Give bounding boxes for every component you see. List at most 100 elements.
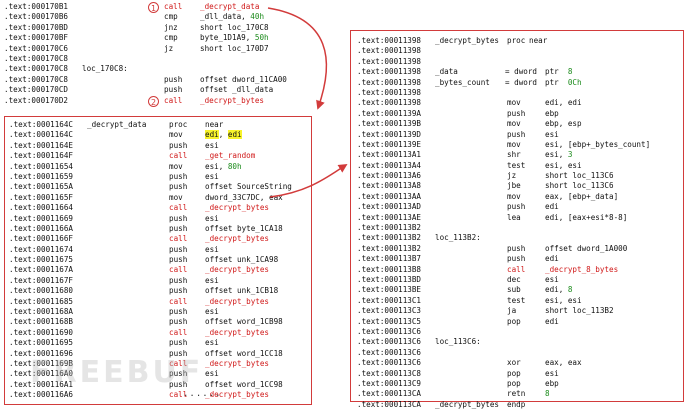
line-address: .text:0001166A [9, 223, 74, 233]
code-line: .text:000113AD push edi [357, 202, 683, 212]
mnemonic: push [169, 255, 188, 265]
operand: esi, 80h [205, 161, 242, 171]
operand: edi [545, 202, 559, 212]
line-address: .text:000113AD [357, 202, 422, 212]
code-line: .text:000113B2 [357, 223, 683, 233]
operand: _decrypt_bytes [205, 358, 270, 368]
code-line: .text:00011398 [357, 57, 683, 67]
line-address: .text:0001165A [9, 182, 74, 192]
operand: esi [545, 274, 559, 284]
line-address: .text:000113A4 [357, 160, 422, 170]
line-address: .text:000113C8 [357, 368, 422, 378]
line-address: .text:000170BD [4, 22, 69, 32]
operand: _decrypt_8_bytes [545, 264, 619, 274]
mnemonic: call [507, 264, 526, 274]
operand: near [529, 36, 548, 45]
mnemonic: = dword [505, 77, 538, 87]
mnemonic: push [507, 202, 526, 212]
mnemonic: push [507, 129, 526, 139]
line-address: .text:000170BF [4, 33, 69, 43]
operand: edi [545, 316, 559, 326]
mnemonic: push [164, 85, 183, 95]
operand: _decrypt_bytes [205, 234, 270, 244]
mnemonic: pop [507, 368, 521, 378]
line-address: .text:000170B6 [4, 12, 69, 22]
line-address: .text:0001169B [9, 358, 74, 368]
mnemonic: ja [507, 306, 517, 316]
mnemonic: mov [169, 192, 183, 202]
operand: offset dword_11CA00 [200, 74, 287, 84]
line-address: .text:00011680 [9, 286, 74, 296]
step-badge: 1 [148, 2, 159, 13]
code-line: .text:00011398 [357, 46, 683, 56]
line-address: .text:00011398 [357, 77, 422, 87]
line-address: .text:00011398 [357, 36, 422, 45]
mnemonic: pop [507, 316, 521, 326]
mnemonic: test [507, 160, 526, 170]
mnemonic: cmp [164, 33, 178, 43]
operand: edi, edi [545, 98, 582, 108]
operand: esi, 3 [545, 150, 573, 160]
mnemonic: jnz [164, 22, 178, 32]
mnemonic: push [169, 182, 188, 192]
mnemonic: endp [507, 399, 526, 409]
line-address: .text:0001139A [357, 108, 422, 118]
operand: near [205, 120, 224, 129]
operand: eax, eax [545, 358, 582, 368]
mnemonic: lea [507, 212, 521, 222]
line-address: .text:000113CA [357, 399, 422, 409]
operand: offset word_1CC18 [205, 348, 283, 358]
mnemonic: call [169, 296, 188, 306]
line-address: .text:0001168A [9, 307, 74, 317]
line-address: .text:000116A0 [9, 369, 74, 379]
mnemonic: mov [169, 161, 183, 171]
mnemonic: call [169, 265, 188, 275]
operand: edi, 8 [545, 285, 573, 295]
operand: _decrypt_bytes [205, 265, 270, 275]
operand: esi [545, 129, 559, 139]
mnemonic: push [507, 108, 526, 118]
line-address: .text:00011664 [9, 203, 74, 213]
line-address: .text:000113AE [357, 212, 422, 222]
line-address: .text:000113C6 [357, 337, 422, 347]
operand: esi [205, 140, 219, 150]
mnemonic: push [169, 223, 188, 233]
line-address: .text:000113A8 [357, 181, 422, 191]
line-address: .text:000113B2 [357, 243, 422, 253]
code-label: _decrypt_bytes [435, 399, 500, 409]
mnemonic: dec [507, 274, 521, 284]
code-label: loc_113B2: [435, 233, 481, 243]
mnemonic: push [169, 379, 188, 389]
line-address: .text:000113C5 [357, 316, 422, 326]
code-line: .text:0001165A push offset SourceString [9, 182, 311, 192]
operand: esi [205, 244, 219, 254]
operand: esi, [ebp+_bytes_count] [545, 139, 651, 149]
mnemonic: mov [169, 130, 183, 140]
operand: offset SourceString [205, 182, 292, 192]
mnemonic: push [169, 348, 188, 358]
line-address: .text:00011675 [9, 255, 74, 265]
line-address: .text:0001167F [9, 275, 74, 285]
operand: _decrypt_bytes [200, 95, 265, 105]
code-line: .text:000113C6 [357, 348, 683, 358]
mnemonic: push [169, 140, 188, 150]
